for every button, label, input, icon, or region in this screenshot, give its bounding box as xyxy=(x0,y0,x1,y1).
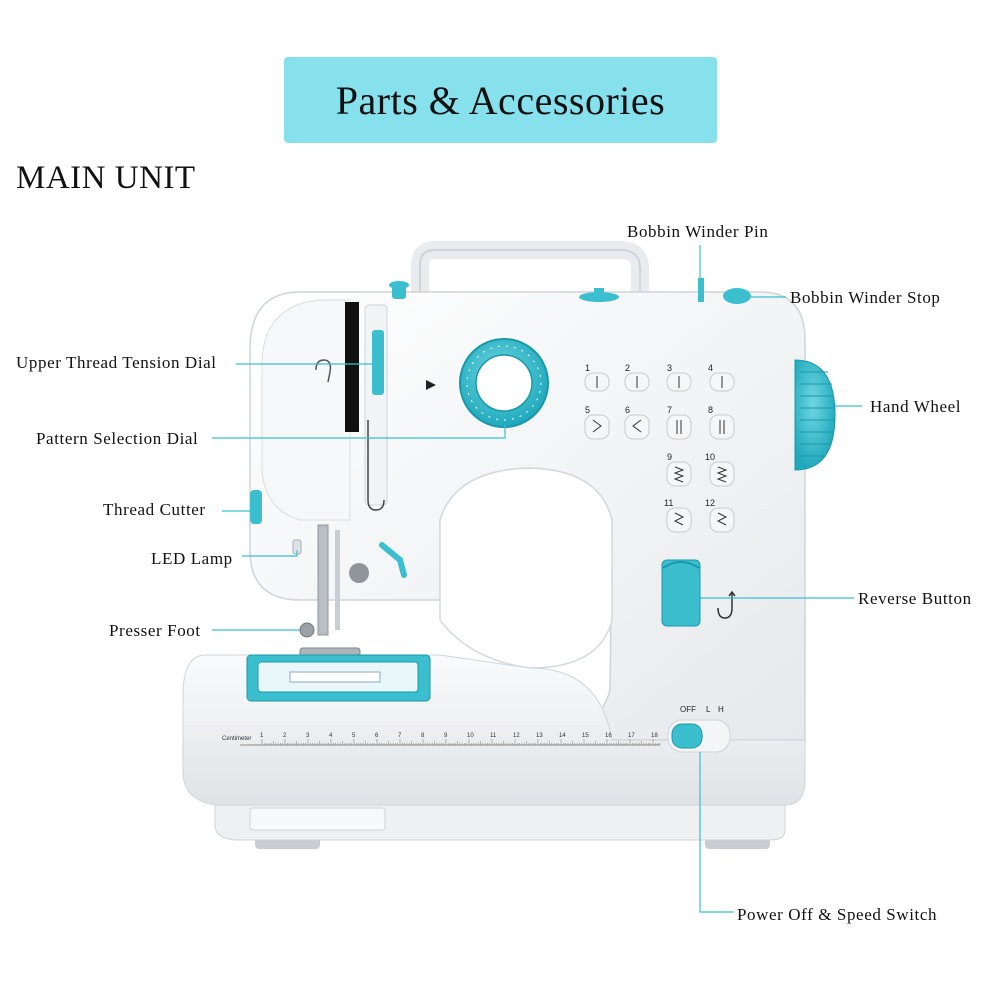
title-banner: Parts & Accessories xyxy=(284,57,717,143)
label-power-speed-switch: Power Off & Speed Switch xyxy=(737,905,938,924)
thread-guide-icon xyxy=(315,359,332,383)
switch-label-low: L xyxy=(706,705,711,714)
presser-lever xyxy=(379,542,407,578)
page-title: Parts & Accessories xyxy=(335,77,666,123)
head-face xyxy=(261,299,351,521)
switch-label-off: OFF xyxy=(680,705,696,714)
stitch-number: 5 xyxy=(585,405,590,415)
label-bobbin-winder-stop: Bobbin Winder Stop xyxy=(790,288,941,307)
thread-cutter xyxy=(250,490,262,524)
ruler-number: 4 xyxy=(329,733,333,739)
label-presser-foot: Presser Foot xyxy=(109,621,201,640)
label-thread-cutter: Thread Cutter xyxy=(103,500,206,519)
ruler-number: 7 xyxy=(398,733,402,739)
label-pattern-selection-dial: Pattern Selection Dial xyxy=(36,429,199,448)
stitch-number: 6 xyxy=(625,405,630,415)
stitch-number: 12 xyxy=(705,498,715,508)
needle-bar xyxy=(317,524,329,636)
ruler-number: 12 xyxy=(513,733,520,739)
stitch-number: 10 xyxy=(705,452,715,462)
carry-handle-edge xyxy=(419,249,641,305)
leader-power-switch xyxy=(699,752,734,913)
bobbin-winder-pin xyxy=(698,278,704,302)
ruler-number: 2 xyxy=(283,733,287,739)
reverse-button xyxy=(661,559,701,627)
ruler-number: 3 xyxy=(306,733,310,739)
ruler-label: Centimeter xyxy=(222,736,251,742)
leader-pattern-selection xyxy=(212,425,506,439)
section-label: MAIN UNIT xyxy=(16,160,196,196)
tension-dial-window xyxy=(372,330,384,395)
switch-label-high: H xyxy=(718,705,724,714)
label-led-lamp: LED Lamp xyxy=(151,549,233,568)
stitch-number: 2 xyxy=(625,363,630,373)
ruler-number: 9 xyxy=(444,733,448,739)
ruler-number: 10 xyxy=(467,733,474,739)
stitch-number: 8 xyxy=(708,405,713,415)
ruler-number: 1 xyxy=(260,733,264,739)
bobbin-winder-stop xyxy=(723,288,751,304)
label-bobbin-winder-pin: Bobbin Winder Pin xyxy=(627,222,769,241)
stitch-number: 1 xyxy=(585,363,590,373)
thread-slot xyxy=(345,302,359,432)
leader-led-lamp xyxy=(242,550,298,557)
reverse-icon xyxy=(717,593,733,619)
stitch-number: 9 xyxy=(667,452,672,462)
stitch-number: 4 xyxy=(708,363,713,373)
thread-guide-screw xyxy=(349,563,369,583)
leader-lines xyxy=(212,245,862,913)
arm-opening xyxy=(439,467,613,669)
pattern-dial-center xyxy=(475,354,533,412)
ruler-number: 14 xyxy=(559,733,566,739)
dial-pointer-icon xyxy=(426,380,436,390)
stitch-pattern-panel: 1 2 3 4 5 6 7 8 9 10 11 12 xyxy=(584,363,735,533)
label-upper-thread-tension-dial: Upper Thread Tension Dial xyxy=(16,353,217,372)
ruler-number: 5 xyxy=(352,733,356,739)
stitch-number: 7 xyxy=(667,405,672,415)
stitch-number: 11 xyxy=(664,498,673,508)
ruler-number: 17 xyxy=(628,733,635,739)
ruler-number: 11 xyxy=(490,733,497,739)
spool-pin-top xyxy=(389,281,409,289)
ruler-number: 15 xyxy=(582,733,589,739)
presser-foot-screw xyxy=(299,622,315,638)
ruler-number: 13 xyxy=(536,733,543,739)
stitch-number: 3 xyxy=(667,363,672,373)
ruler-number: 6 xyxy=(375,733,379,739)
power-speed-switch: OFF L H xyxy=(667,705,731,753)
label-hand-wheel: Hand Wheel xyxy=(870,397,962,416)
hand-wheel xyxy=(794,359,836,471)
ruler-number: 18 xyxy=(651,733,658,739)
spool-holder xyxy=(579,292,619,302)
power-switch-knob xyxy=(671,723,703,749)
label-reverse-button: Reverse Button xyxy=(858,589,972,608)
ruler-number: 16 xyxy=(605,733,612,739)
ruler-number: 8 xyxy=(421,733,425,739)
